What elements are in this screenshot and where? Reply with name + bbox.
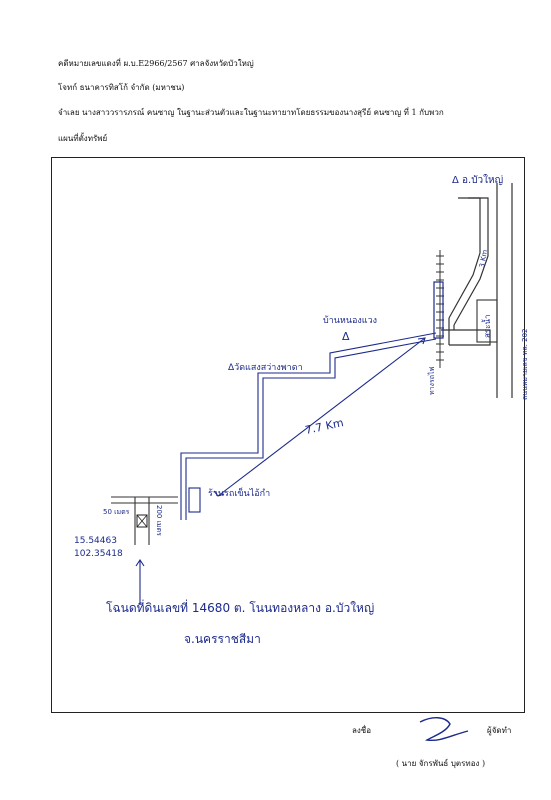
signer-role: ผู้จัดทำ [487,726,512,735]
label-railway: ทางรถไฟ [427,367,436,395]
label-village-mid: บ้านหนองแวง [323,315,377,326]
sign-label: ลงชื่อ [352,726,372,735]
label-house: ร้านรถเข็นไอ้กำ [208,486,270,499]
label-50m: 50 เมตร [103,508,130,516]
route [180,332,437,520]
label-landmark-left: Δวัดแสงสว่างพาดา [228,363,303,373]
plaintiff-line: โจทก์ ธนาคารทิสโก้ จำกัด (มหาชน) [58,83,185,92]
pond-box [476,299,498,343]
label-200m: 200 เมตร [155,505,163,536]
label-new-village: Δ อ.บัวใหญ่ [452,174,503,186]
crossing-box [433,281,444,339]
defendant-line: จำเลย นางสาววรารภรณ์ คนซาญ ในฐานะส่วนตัว… [58,108,444,117]
map-frame [51,157,525,713]
deed-line: โฉนดที่ดินเลขที่ 14680 ต. โนนทองหลาง อ.บ… [106,599,374,615]
label-road-right: ถนนหมายเลข ทล. 202 [521,329,529,400]
distance-arrow [213,337,426,497]
label-distance-top: 3 Km [478,249,489,268]
village-road [441,197,491,346]
target-plot [136,514,148,528]
coord-lon: 102.35418 [74,549,123,559]
triangle-village-mid: Δ [342,330,350,343]
province-line: จ.นครราชสีมา [184,632,261,646]
signature-mark [419,717,469,742]
label-distance-main: 7.7 Km [304,416,345,437]
label-pond: สระน้ำ [481,315,492,338]
coord-lat: 15.54463 [74,536,117,546]
coord-arrow [135,559,145,605]
case-number-line: คดีหมายเลขแดงที่ ผ.บ.E2966/2567 ศาลจังหว… [58,59,254,68]
signer-name: ( นาย จักรพันธ์ บุตรทอง ) [396,759,486,768]
house-marker [188,487,201,513]
main-road [496,183,513,398]
map-title: แผนที่ตั้งทรัพย์ [58,134,108,143]
side-road [111,496,178,545]
